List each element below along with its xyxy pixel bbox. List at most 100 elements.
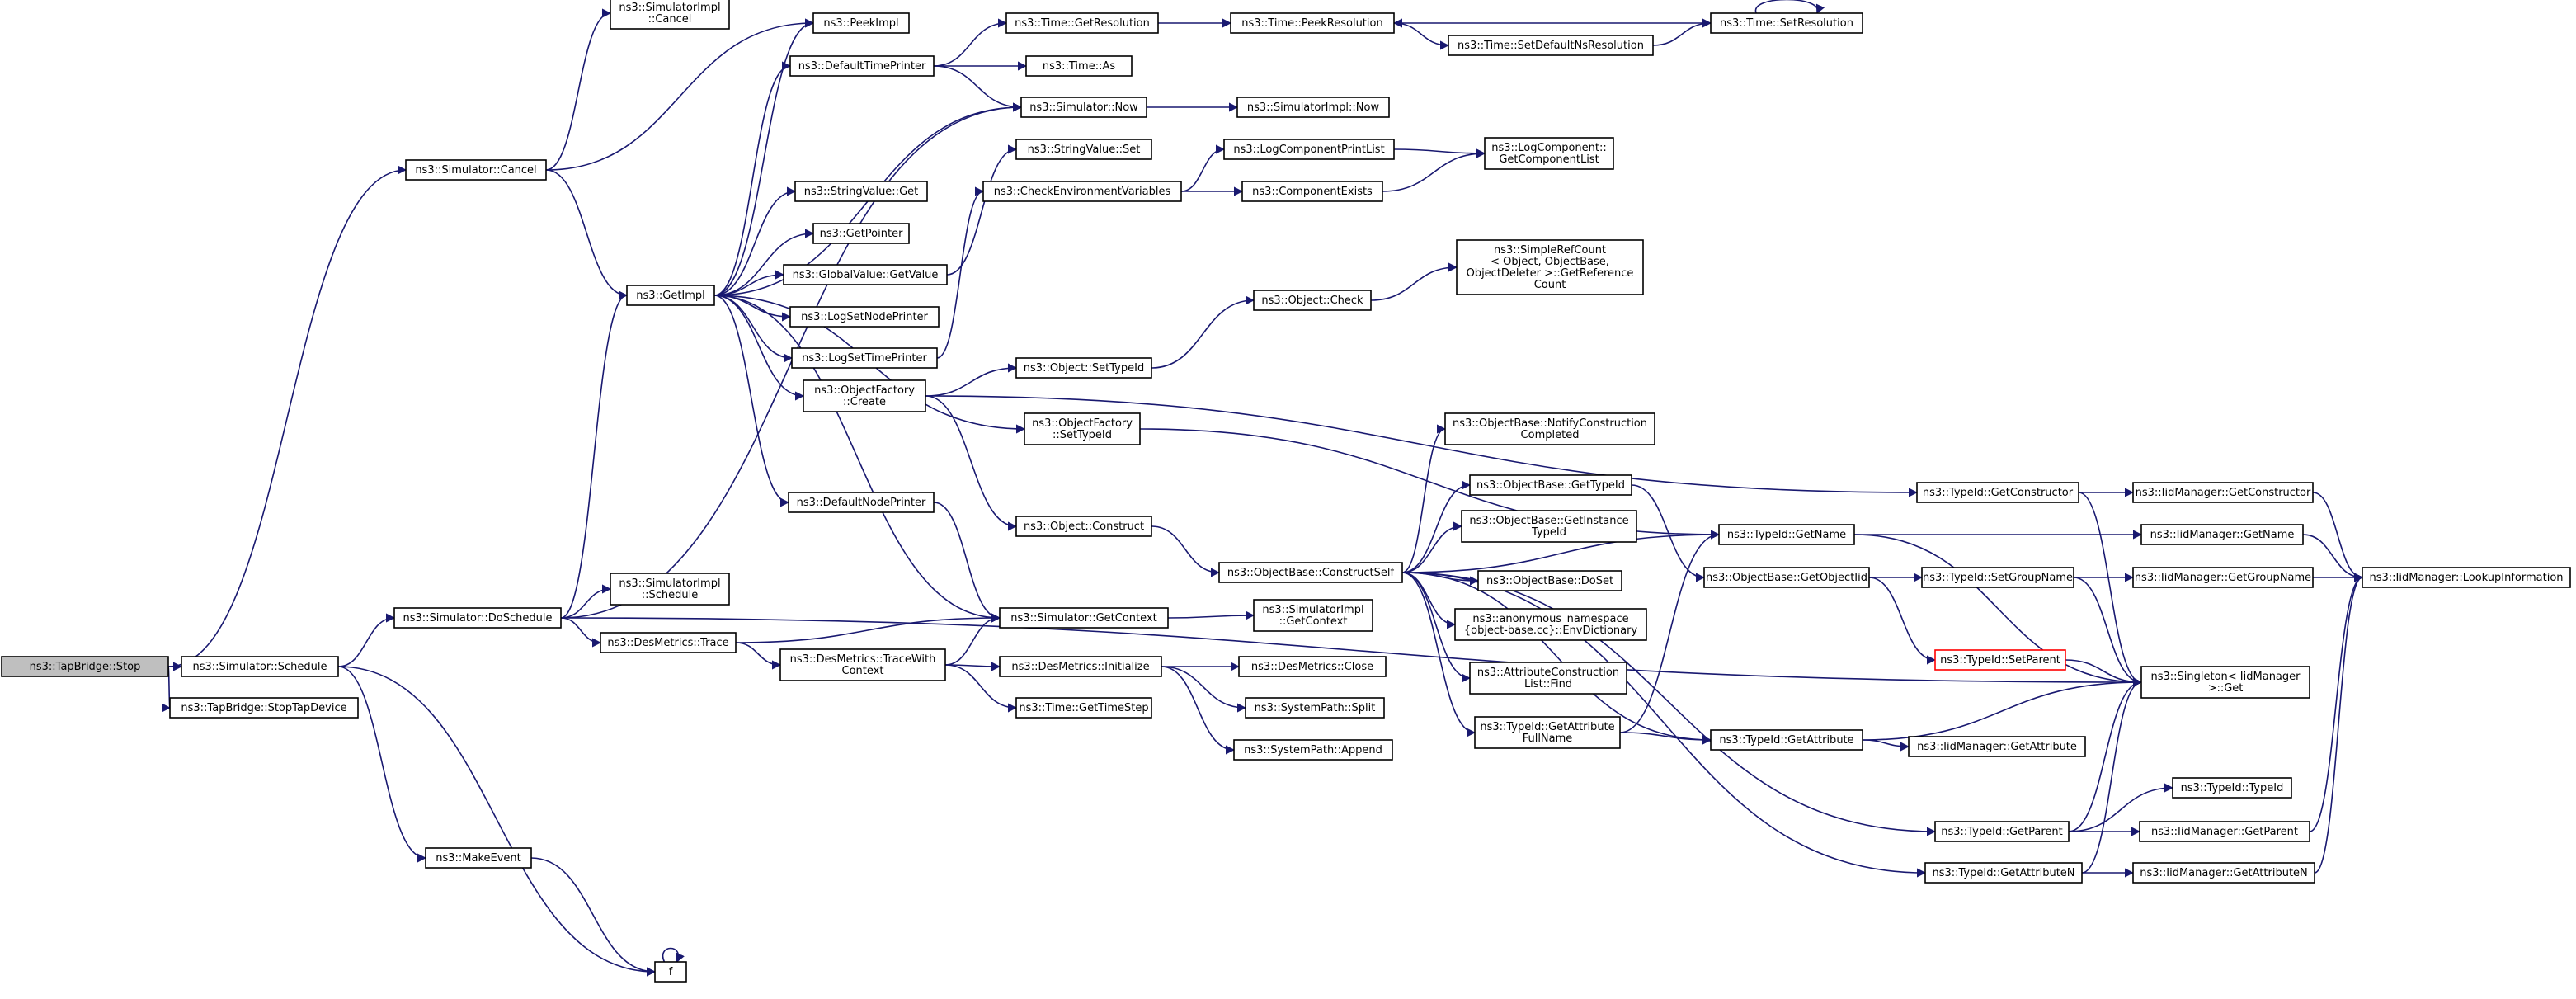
node-box [1015, 697, 1152, 719]
node-iidmanager-lookupinformation[interactable]: ns3::IidManager::LookupInformation [2362, 567, 2571, 588]
node-sim-cancel[interactable]: ns3::Simulator::Cancel [405, 159, 547, 181]
edge-object-construct-to-objectbase-constructself [1151, 525, 1221, 577]
node-tapbridge-stop[interactable]: ns3::TapBridge::Stop [1, 656, 169, 677]
edge-sim-cancel-to-getimpl [545, 169, 629, 300]
node-iidmanager-getconstructor[interactable]: ns3::IidManager::GetConstructor [2132, 482, 2314, 503]
node-logcomponentprintlist[interactable]: ns3::LogComponentPrintList [1223, 139, 1395, 160]
node-box [610, 573, 730, 606]
node-iidmanager-getparent[interactable]: ns3::IidManager::GetParent [2139, 821, 2310, 842]
node-box [1238, 656, 1387, 677]
node-sim-getcontext[interactable]: ns3::Simulator::GetContext [999, 607, 1169, 629]
edge-typeid-setparent-to-singleton-iidmanager-get [2065, 659, 2143, 687]
node-typeid-getattributen[interactable]: ns3::TypeId::GetAttributeN [1924, 862, 2083, 884]
node-getimpl[interactable]: ns3::GetImpl [626, 285, 715, 306]
node-time-peekresolution[interactable]: ns3::Time::PeekResolution [1230, 12, 1395, 34]
edge-objectbase-gettypeid-to-objectbase-getobjectiid [1631, 484, 1706, 582]
node-label: ns3::SystemPath::Split [1255, 702, 1376, 714]
node-stringvalue-set[interactable]: ns3::StringValue::Set [1015, 139, 1152, 160]
node-singleton-iidmanager-get[interactable]: ns3::Singleton< IidManager>::Get [2140, 666, 2310, 699]
node-iidmanager-getgroupname[interactable]: ns3::IidManager::GetGroupName [2132, 567, 2314, 588]
node-objectfactory-create[interactable]: ns3::ObjectFactory::Create [803, 379, 926, 412]
edge-typeid-getattributefullname-to-typeid-getattribute [1619, 732, 1712, 745]
node-objectbase-getobjectiid[interactable]: ns3::ObjectBase::GetObjectIid [1703, 567, 1870, 588]
edge-sim-doschedule-to-getimpl [560, 290, 629, 619]
node-objectbase-constructself[interactable]: ns3::ObjectBase::ConstructSelf [1218, 562, 1403, 583]
node-time-as[interactable]: ns3::Time::As [1025, 55, 1133, 77]
node-desmetrics-initialize[interactable]: ns3::DesMetrics::Initialize [999, 656, 1162, 677]
edge-typeid-getattribute-to-iidmanager-getattribute [1862, 739, 1910, 752]
node-box [1448, 35, 1654, 56]
node-defaultnodeprinter[interactable]: ns3::DefaultNodePrinter [788, 492, 935, 513]
edge-objectbase-constructself-to-typeid-getattributefullname [1401, 572, 1476, 737]
node-componentexists[interactable]: ns3::ComponentExists [1241, 181, 1383, 202]
node-box [600, 632, 737, 653]
node-label: ns3::TypeId::GetName [1727, 529, 1846, 541]
node-tapbridge-stoptapdevice[interactable]: ns3::TapBridge::StopTapDevice [169, 697, 359, 719]
node-makeevent[interactable]: ns3::MakeEvent [425, 847, 532, 869]
node-typeid-getname[interactable]: ns3::TypeId::GetName [1718, 524, 1855, 545]
node-systempath-split[interactable]: ns3::SystemPath::Split [1245, 697, 1385, 719]
node-object-check[interactable]: ns3::Object::Check [1253, 290, 1372, 311]
node-typeid-setgroupname[interactable]: ns3::TypeId::SetGroupName [1921, 567, 2074, 588]
node-typeid-typeid[interactable]: ns3::TypeId::TypeId [2172, 777, 2292, 799]
edge-objectbase-constructself-to-anon-envdictionary [1401, 572, 1457, 629]
node-checkenvvars[interactable]: ns3::CheckEnvironmentVariables [982, 181, 1182, 202]
node-simplerefcount-getreferencecount[interactable]: ns3::SimpleRefCount< Object, ObjectBase,… [1456, 239, 1644, 295]
edge-sim-cancel-to-peekimpl [545, 18, 815, 171]
node-typeid-setparent[interactable]: ns3::TypeId::SetParent [1934, 649, 2066, 671]
node-f[interactable]: f [654, 961, 687, 983]
node-sim-doschedule[interactable]: ns3::Simulator::DoSchedule [393, 607, 562, 629]
node-logsetnodeprinter[interactable]: ns3::LogSetNodePrinter [789, 306, 940, 328]
node-typeid-getconstructor[interactable]: ns3::TypeId::GetConstructor [1916, 482, 2079, 503]
node-object-construct[interactable]: ns3::Object::Construct [1015, 516, 1152, 537]
node-simimpl-getcontext[interactable]: ns3::SimulatorImpl::GetContext [1253, 599, 1373, 632]
node-time-getresolution[interactable]: ns3::Time::GetResolution [1005, 12, 1159, 34]
node-peekimpl[interactable]: ns3::PeekImpl [812, 12, 910, 34]
node-typeid-getattribute[interactable]: ns3::TypeId::GetAttribute [1710, 729, 1863, 751]
node-object-settypeid[interactable]: ns3::Object::SetTypeId [1015, 357, 1152, 379]
node-stringvalue-get[interactable]: ns3::StringValue::Get [794, 181, 928, 202]
node-defaulttimeprinter[interactable]: ns3::DefaultTimePrinter [789, 55, 935, 77]
node-time-setresolution[interactable]: ns3::Time::SetResolution [1710, 12, 1863, 34]
node-desmetrics-trace[interactable]: ns3::DesMetrics::Trace [600, 632, 737, 653]
node-objectbase-gettypeid[interactable]: ns3::ObjectBase::GetTypeId [1469, 474, 1632, 496]
node-label: ns3::ObjectFactory [814, 384, 915, 397]
node-iidmanager-getattribute[interactable]: ns3::IidManager::GetAttribute [1908, 736, 2086, 757]
node-desmetrics-close[interactable]: ns3::DesMetrics::Close [1238, 656, 1387, 677]
node-globalvalue-getvalue[interactable]: ns3::GlobalValue::GetValue [783, 264, 948, 285]
node-typeid-getparent[interactable]: ns3::TypeId::GetParent [1934, 821, 2070, 842]
edge-typeid-getattributefullname-to-typeid-getname [1619, 530, 1721, 733]
node-sim-now[interactable]: ns3::Simulator::Now [1020, 97, 1147, 118]
node-simimpl-now[interactable]: ns3::SimulatorImpl::Now [1236, 97, 1390, 118]
node-getpointer[interactable]: ns3::GetPointer [812, 223, 910, 244]
node-logsettimeprinter[interactable]: ns3::LogSetTimePrinter [791, 347, 938, 369]
edge-f-to-f [662, 947, 685, 964]
node-box [791, 347, 938, 369]
node-objectbase-notifyconstructioncompleted[interactable]: ns3::ObjectBase::NotifyConstructionCompl… [1444, 412, 1655, 445]
node-systempath-append[interactable]: ns3::SystemPath::Append [1233, 739, 1393, 761]
node-anon-envdictionary[interactable]: ns3::anonymous_namespace{object-base.cc}… [1454, 608, 1647, 641]
node-iidmanager-getattributen[interactable]: ns3::IidManager::GetAttributeN [2132, 862, 2315, 884]
node-objectbase-doset[interactable]: ns3::ObjectBase::DoSet [1477, 570, 1622, 591]
node-iidmanager-getname[interactable]: ns3::IidManager::GetName [2140, 524, 2304, 545]
node-label: >::Get [2208, 682, 2244, 695]
node-time-setdefaultnsresolution[interactable]: ns3::Time::SetDefaultNsResolution [1448, 35, 1654, 56]
node-simimpl-schedule[interactable]: ns3::SimulatorImpl::Schedule [610, 573, 730, 606]
node-sim-schedule[interactable]: ns3::Simulator::Schedule [181, 656, 339, 677]
node-logcomponent-getcomponentlist[interactable]: ns3::LogComponent::GetComponentList [1484, 137, 1614, 170]
node-objectfactory-settypeid[interactable]: ns3::ObjectFactory::SetTypeId [1024, 412, 1141, 445]
node-label: ns3::ObjectBase::NotifyConstruction [1453, 417, 1647, 430]
node-label: ns3::Simulator::Schedule [192, 661, 327, 673]
node-box [425, 847, 532, 869]
node-label: ns3::Object::SetTypeId [1024, 362, 1144, 375]
node-box [803, 379, 926, 412]
node-time-gettimestep[interactable]: ns3::Time::GetTimeStep [1015, 697, 1152, 719]
node-simimpl-cancel[interactable]: ns3::SimulatorImpl::Cancel [610, 0, 730, 30]
node-label: ns3::AttributeConstruction [1477, 667, 1619, 679]
node-label: ::Schedule [642, 589, 699, 601]
